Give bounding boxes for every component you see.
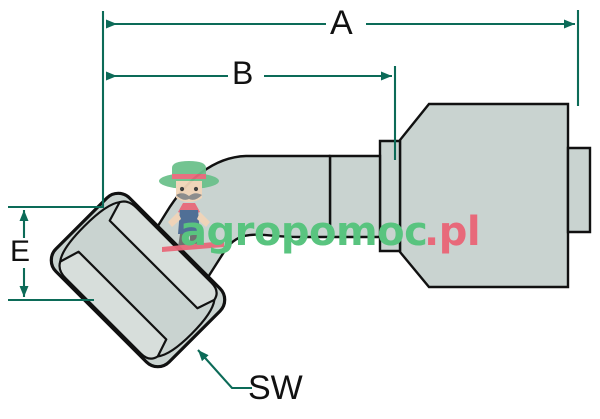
sw-leader-line bbox=[197, 349, 252, 390]
dimension-annotations bbox=[8, 10, 580, 390]
nut-body bbox=[49, 191, 227, 369]
dimension-label-b: B bbox=[232, 55, 254, 91]
dimension-label-e: E bbox=[10, 235, 31, 268]
hex-swivel-nut bbox=[49, 191, 227, 369]
shoulder-step bbox=[378, 139, 402, 253]
fitting-part-geometry bbox=[49, 102, 592, 369]
nut-facet-top bbox=[108, 200, 218, 310]
callout-label-sw: SW bbox=[248, 369, 303, 407]
hex-body-segment bbox=[328, 154, 382, 239]
hose-stub bbox=[566, 146, 592, 234]
farmer-mascot-icon bbox=[159, 161, 224, 252]
nut-facet-bottom bbox=[58, 250, 168, 360]
nut-left-edge bbox=[59, 201, 120, 262]
nut-right-edge bbox=[157, 299, 216, 358]
ferrule-body bbox=[398, 102, 570, 289]
dimension-label-a: A bbox=[330, 4, 353, 42]
